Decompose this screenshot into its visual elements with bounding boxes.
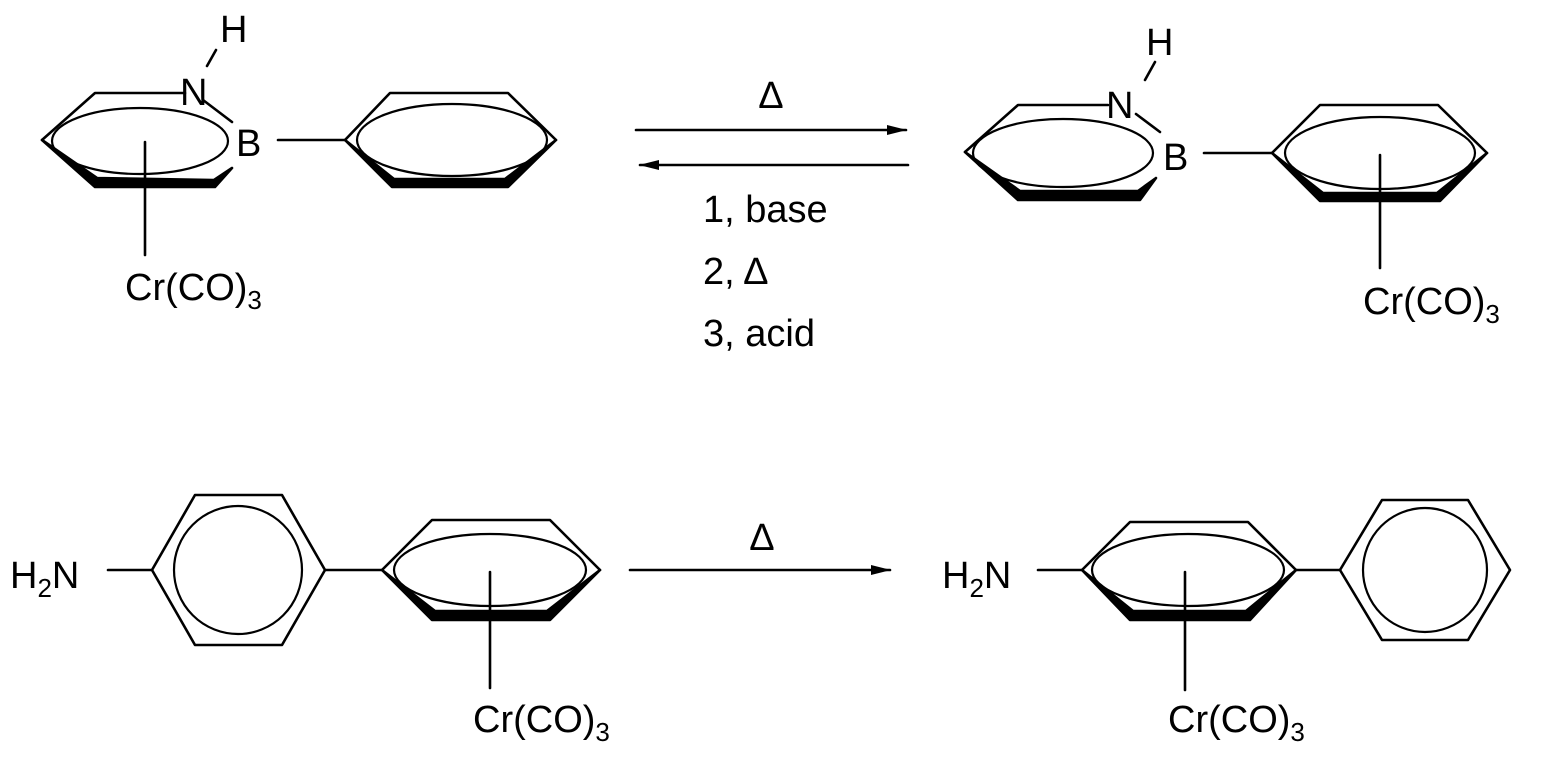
- molecule-2a: H2N Cr(CO)3: [10, 493, 610, 747]
- nh-group: H N: [180, 9, 247, 114]
- atom-b: B: [1163, 137, 1188, 179]
- azaborine-ring: [40, 91, 234, 189]
- phenyl-ring: [1270, 103, 1489, 203]
- atom-h: H: [1146, 22, 1173, 64]
- phenyl-ring: [1338, 498, 1512, 642]
- phenyl-ring: [343, 91, 558, 189]
- complexed-ring: [1080, 520, 1298, 622]
- metal-label: Cr(CO)3: [1363, 281, 1500, 329]
- molecule-1b: H N B Cr(CO)3: [963, 22, 1500, 329]
- amino-group: H2N: [10, 555, 79, 603]
- reverse-condition-2: 2, Δ: [703, 251, 769, 293]
- metal-label: Cr(CO)3: [125, 267, 262, 315]
- reverse-condition-3: 3, acid: [703, 313, 815, 355]
- atom-b: B: [236, 123, 261, 165]
- forward-condition: Δ: [749, 517, 774, 559]
- reaction-2-arrow: Δ: [628, 517, 892, 575]
- molecule-2b: H2N Cr(CO)3: [942, 498, 1512, 747]
- reaction-1-arrows: Δ 1, base 2, Δ 3, acid: [634, 75, 910, 355]
- atom-n: N: [180, 72, 207, 114]
- forward-condition: Δ: [758, 75, 783, 117]
- metal-label: Cr(CO)3: [473, 699, 610, 747]
- amino-group: H2N: [942, 555, 1011, 603]
- azaborine-ring: [963, 103, 1162, 202]
- aniline-ring: [150, 493, 327, 647]
- reverse-condition-1: 1, base: [703, 189, 828, 231]
- nh-group: H N: [1106, 22, 1173, 127]
- atom-n: N: [1106, 85, 1133, 127]
- atom-h: H: [220, 9, 247, 51]
- molecule-1a: H N B Cr(CO)3: [40, 9, 558, 315]
- metal-label: Cr(CO)3: [1168, 699, 1305, 747]
